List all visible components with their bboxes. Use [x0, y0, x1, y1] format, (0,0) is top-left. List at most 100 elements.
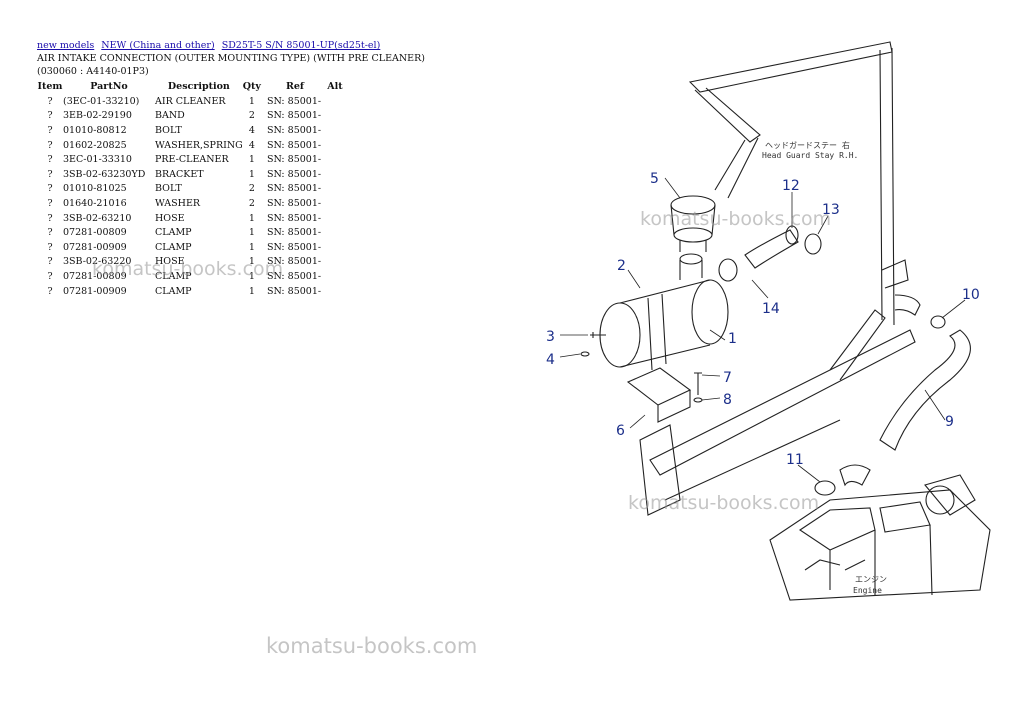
cell-ref: SN: 85001- [266, 256, 322, 268]
cell-description: CLAMP [155, 270, 192, 282]
cell-item: ? [47, 183, 53, 195]
cell-description: CLAMP [155, 227, 192, 239]
column-header-alt: Alt [327, 80, 343, 92]
cell-alt [323, 152, 347, 167]
cell-item: ? [47, 241, 53, 253]
annotation-head-guard-jp: ヘッドガードステー 右 [765, 140, 850, 150]
breadcrumb: new models NEW (China and other) SD25T-5… [37, 40, 384, 52]
annotation-head-guard-en: Head Guard Stay R.H. [762, 151, 858, 160]
callout-7: 7 [723, 370, 732, 386]
callout-6: 6 [616, 423, 625, 439]
cell-ref: SN: 85001- [266, 154, 322, 166]
column-header-ref: Ref [285, 80, 304, 92]
cell-alt [323, 94, 347, 109]
cell-ref: SN: 85001- [266, 168, 322, 180]
page-title: AIR INTAKE CONNECTION (OUTER MOUNTING TY… [37, 53, 425, 77]
table-row: ? 3EC-01-33310 PRE-CLEANER 1 SN: 85001- [37, 152, 347, 167]
column-header-partno: PartNo [90, 80, 128, 92]
cell-ref: SN: 85001- [266, 95, 322, 107]
cell-item: ? [47, 256, 53, 268]
cell-alt [323, 138, 347, 153]
cell-ref: SN: 85001- [266, 110, 322, 122]
cell-ref: SN: 85001- [266, 197, 322, 209]
callout-2: 2 [617, 258, 626, 274]
cell-alt [323, 255, 347, 270]
cell-qty: 4 [248, 124, 255, 136]
cell-item: ? [47, 212, 53, 224]
cell-partno: 01010-80812 [63, 124, 127, 136]
cell-ref: SN: 85001- [266, 183, 322, 195]
cell-alt [323, 167, 347, 182]
callout-10: 10 [962, 287, 980, 303]
cell-item: ? [47, 285, 53, 297]
cell-ref: SN: 85001- [266, 139, 322, 151]
annotation-engine-jp: エンジン [855, 575, 887, 584]
cell-partno: 3EC-01-33310 [63, 154, 132, 166]
cell-qty: 1 [248, 241, 255, 253]
cell-qty: 1 [248, 270, 255, 282]
cell-partno: 01602-20825 [63, 139, 127, 151]
callout-5: 5 [650, 171, 659, 187]
cell-item: ? [47, 168, 53, 180]
cell-partno: 3SB-02-63210 [63, 212, 132, 224]
cell-qty: 1 [248, 154, 255, 166]
cell-ref: SN: 85001- [266, 124, 322, 136]
cell-item: ? [47, 139, 53, 151]
cell-description: BOLT [155, 124, 182, 136]
cell-partno: 07281-00909 [63, 241, 127, 253]
cell-ref: SN: 85001- [266, 270, 322, 282]
cell-description: BRACKET [155, 168, 204, 180]
cell-partno: 07281-00909 [63, 285, 127, 297]
cell-qty: 1 [248, 95, 255, 107]
callout-14: 14 [762, 301, 780, 317]
cell-description: WASHER,SPRING [155, 139, 243, 151]
cell-description: PRE-CLEANER [155, 154, 229, 166]
breadcrumb-link-region[interactable]: NEW (China and other) [101, 40, 215, 51]
cell-ref: SN: 85001- [266, 212, 322, 224]
cell-description: HOSE [155, 212, 185, 224]
cell-alt [323, 211, 347, 226]
table-header-row: Item PartNo Description Qty Ref Alt [37, 78, 347, 94]
callout-12: 12 [782, 178, 800, 194]
annotation-engine-en: Engine [853, 586, 882, 595]
cell-qty: 2 [248, 197, 255, 209]
column-header-qty: Qty [242, 80, 261, 92]
cell-ref: SN: 85001- [266, 227, 322, 239]
cell-qty: 1 [248, 168, 255, 180]
breadcrumb-link-model[interactable]: SD25T-5 S/N 85001-UP(sd25t-el) [221, 40, 381, 51]
cell-description: BAND [155, 110, 185, 122]
breadcrumb-link-new-models[interactable]: new models [37, 40, 95, 51]
cell-description: HOSE [155, 256, 185, 268]
cell-partno: 3SB-02-63220 [63, 256, 132, 268]
cell-partno: 07281-00809 [63, 270, 127, 282]
cell-partno: 3EB-02-29190 [63, 110, 132, 122]
cell-alt [323, 123, 347, 138]
cell-alt [323, 269, 347, 284]
cell-description: BOLT [155, 183, 182, 195]
watermark: komatsu-books.com [640, 208, 832, 230]
cell-item: ? [47, 227, 53, 239]
cell-item: ? [47, 110, 53, 122]
cell-item: ? [47, 154, 53, 166]
cell-qty: 2 [248, 110, 255, 122]
cell-description: AIR CLEANER [155, 95, 226, 107]
callout-8: 8 [723, 392, 732, 408]
column-header-description: Description [167, 80, 230, 92]
cell-partno: (3EC-01-33210) [63, 95, 140, 107]
parts-diagram: 1 2 3 4 5 6 7 8 9 10 11 12 13 14 ヘッドガードス… [546, 41, 991, 601]
callout-4: 4 [546, 352, 555, 368]
cell-ref: SN: 85001- [266, 241, 322, 253]
cell-description: CLAMP [155, 285, 192, 297]
cell-alt [323, 182, 347, 197]
parts-table: Item PartNo Description Qty Ref Alt ? (3E… [37, 78, 347, 298]
watermark: komatsu-books.com [92, 258, 284, 280]
table-row: ? 3EB-02-29190 BAND 2 SN: 85001- [37, 109, 347, 124]
